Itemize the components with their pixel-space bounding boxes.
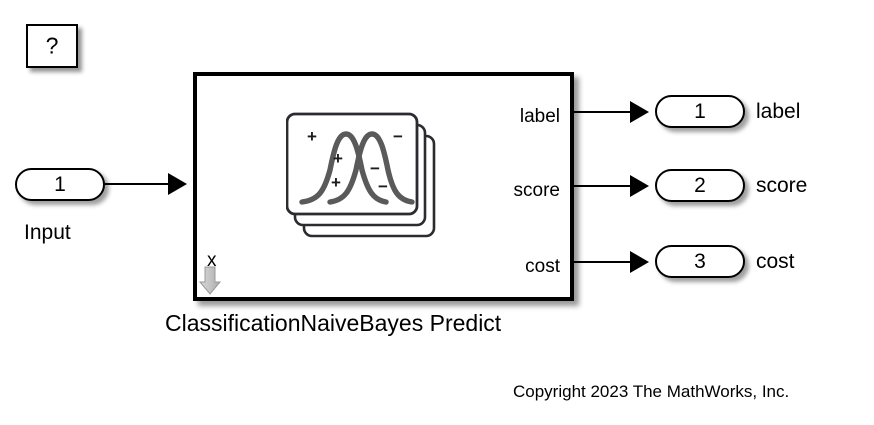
inport-number: 1 [54, 172, 66, 196]
svg-text:−: − [370, 159, 380, 178]
outport-name-cost: cost [756, 250, 795, 273]
signal-arrow-score [630, 175, 649, 197]
classificationnaivebayes-predict-block[interactable]: x label score cost [193, 72, 574, 301]
signal-line-cost[interactable] [574, 261, 634, 263]
signal-arrow-label [630, 101, 649, 123]
question-mark-icon: ? [45, 32, 59, 59]
inport-input[interactable]: 1 [15, 168, 105, 201]
outport-number-score: 2 [694, 173, 706, 197]
inport-label-input: Input [24, 221, 71, 244]
mask-down-arrow-icon[interactable] [198, 266, 222, 296]
outport-score[interactable]: 2 [655, 169, 745, 202]
svg-text:−: − [393, 127, 403, 146]
block-outport-label-score: score [513, 180, 560, 201]
outport-name-label: label [756, 100, 801, 123]
block-inport-label-x: x [207, 250, 217, 271]
block-outport-label-cost: cost [525, 256, 560, 277]
outport-cost[interactable]: 3 [655, 245, 745, 278]
svg-text:+: + [307, 127, 317, 146]
signal-arrow-cost [630, 251, 649, 273]
block-caption: ClassificationNaiveBayes Predict [165, 310, 502, 336]
signal-line-label[interactable] [574, 111, 634, 113]
copyright-text: Copyright 2023 The MathWorks, Inc. [513, 382, 790, 401]
outport-label[interactable]: 1 [655, 95, 745, 128]
outport-name-score: score [756, 174, 808, 197]
outport-number-cost: 3 [694, 249, 706, 273]
help-block[interactable]: ? [26, 24, 78, 68]
naive-bayes-distribution-icon: + + + − − − [286, 112, 446, 244]
signal-line-input[interactable] [105, 183, 173, 185]
svg-text:+: + [331, 173, 341, 192]
svg-text:+: + [333, 149, 343, 168]
signal-arrow-input [168, 173, 187, 195]
outport-number-label: 1 [694, 99, 706, 123]
block-outport-label-label: label [519, 106, 560, 127]
svg-text:−: − [378, 177, 388, 196]
signal-line-score[interactable] [574, 185, 634, 187]
